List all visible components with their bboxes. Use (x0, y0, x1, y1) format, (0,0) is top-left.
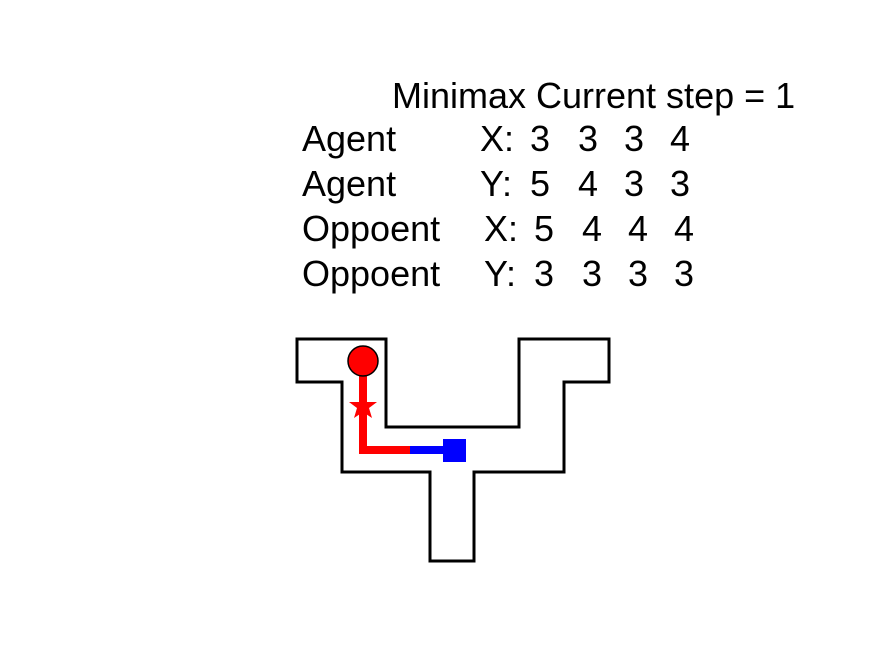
row-value: 4 (670, 118, 691, 159)
row-value: 3 (582, 253, 603, 294)
row-label: Agent (302, 163, 397, 204)
row-label: Oppoent (302, 208, 441, 249)
row-value: 4 (578, 163, 599, 204)
row-axis: Y: (484, 253, 517, 294)
agent-star-icon (349, 392, 377, 418)
agent-start-circle-icon (347, 345, 379, 377)
row-value: 5 (534, 208, 555, 249)
row-value: 3 (624, 118, 645, 159)
row-label: Oppoent (302, 253, 441, 294)
row-value: 3 (670, 163, 691, 204)
step-title: Minimax Current step = 1 (392, 75, 796, 116)
row-value: 4 (628, 208, 649, 249)
row-value: 3 (530, 118, 551, 159)
row-value: 4 (582, 208, 603, 249)
agent-x-row: Agent X: 3 3 3 4 (302, 117, 690, 425)
row-value: 5 (530, 163, 551, 204)
opponent-x-row: Oppoent X: 5 4 4 4 (302, 207, 694, 515)
row-value: 3 (674, 253, 695, 294)
row-axis: X: (480, 118, 515, 159)
agent-path (359, 362, 410, 454)
row-axis: Y: (480, 163, 513, 204)
row-label: Agent (302, 118, 397, 159)
row-value: 3 (578, 118, 599, 159)
row-value: 3 (628, 253, 649, 294)
agent-y-row: Agent Y: 5 4 3 3 (302, 162, 690, 470)
row-value: 3 (624, 163, 645, 204)
row-value: 4 (674, 208, 695, 249)
row-value: 3 (534, 253, 555, 294)
opponent-y-row: Oppoent Y: 3 3 3 3 (302, 252, 694, 560)
row-axis: X: (484, 208, 519, 249)
opponent-square-icon (443, 439, 466, 462)
